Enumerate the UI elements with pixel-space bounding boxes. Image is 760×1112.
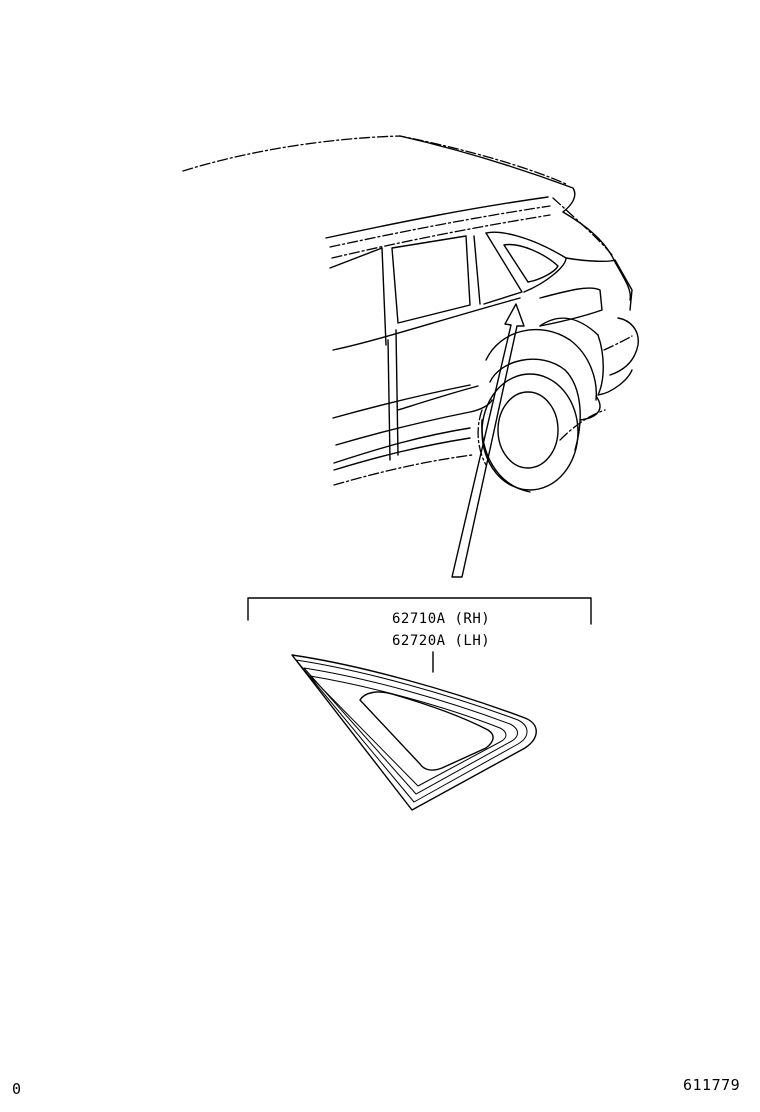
- diagram-id: 611779: [683, 1076, 741, 1094]
- vehicle-rear-quarter-icon: [182, 135, 639, 493]
- part-number-rh: 62710A (RH): [392, 611, 491, 627]
- corner-mark-left: 0: [12, 1080, 22, 1098]
- pointer-arrow-icon: [451, 303, 525, 578]
- part-number-lh: 62720A (LH): [392, 633, 491, 649]
- callout-bracket: [247, 597, 592, 673]
- quarter-window-glass-icon: [291, 654, 537, 811]
